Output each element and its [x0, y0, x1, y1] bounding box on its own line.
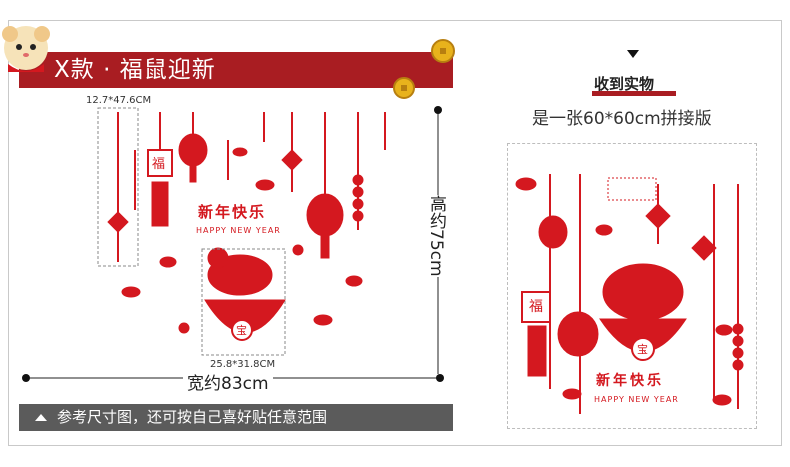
product-photo-art [515, 174, 744, 414]
gold-coin-icon [431, 39, 455, 63]
mouse-mascot-icon [2, 26, 50, 72]
height-label: 高约75cm [424, 195, 449, 277]
mouse-size-label: 25.8*31.8CM [210, 359, 276, 370]
photo-greeting-text: 新年快乐 [596, 373, 664, 389]
strip-size-label: 12.7*47.6CM [86, 95, 152, 106]
greeting-en-text: HAPPY NEW YEAR [196, 226, 281, 235]
received-subtitle: 是一张60*60cm拼接版 [532, 109, 712, 129]
photo-greeting-en-text: HAPPY NEW YEAR [594, 395, 679, 404]
product-photo: 新年快乐 HAPPY NEW YEAR 福 宝 [507, 143, 757, 429]
photo-fu-character: 福 [529, 299, 543, 315]
title-underline [592, 91, 676, 96]
photo-bao-character: 宝 [637, 343, 648, 356]
bao-character: 宝 [236, 324, 247, 337]
footer-note: 参考尺寸图，还可按自己喜好贴任意范围 [57, 408, 328, 426]
product-frame [8, 20, 782, 446]
fu-character: 福 [152, 157, 166, 172]
gold-coin-icon [393, 77, 415, 99]
title-banner [19, 52, 453, 88]
received-title: 收到实物 [594, 75, 655, 93]
greeting-text: 新年快乐 [198, 203, 267, 221]
caret-down-icon [627, 50, 639, 58]
width-label: 宽约83cm [183, 369, 273, 394]
footer-note-bar: 参考尺寸图，还可按自己喜好贴任意范围 [19, 404, 453, 431]
banner-title: X款 · 福鼠迎新 [54, 57, 216, 83]
caret-up-icon [35, 414, 47, 421]
